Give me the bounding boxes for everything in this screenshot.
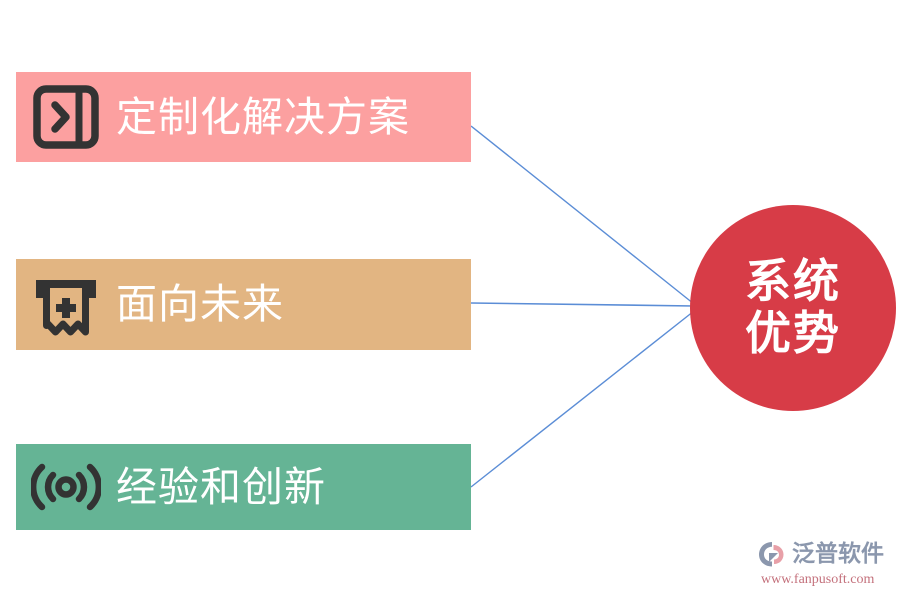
feature-box-future-oriented[interactable]: 面向未来 bbox=[16, 259, 471, 350]
feature-box-experience-innovation[interactable]: 经验和创新 bbox=[16, 444, 471, 530]
feature-label-future-oriented: 面向未来 bbox=[116, 281, 284, 327]
broadcast-signal-icon bbox=[30, 451, 102, 523]
connector-line-experience-innovation bbox=[470, 310, 695, 488]
watermark-brand-name: 泛普软件 bbox=[792, 540, 884, 566]
watermark-logo: 泛普软件 www.fanpusoft.com bbox=[758, 534, 898, 592]
connector-line-custom-solution bbox=[470, 125, 695, 305]
feature-label-custom-solution: 定制化解决方案 bbox=[116, 93, 410, 140]
fanpu-swoosh-logo-icon bbox=[758, 540, 788, 568]
receipt-voucher-plus-icon bbox=[30, 269, 102, 341]
feature-box-custom-solution[interactable]: 定制化解决方案 bbox=[16, 72, 471, 162]
hub-label-line-2: 优势 bbox=[745, 307, 841, 359]
panel-layout-chevron-icon bbox=[30, 81, 102, 153]
watermark-brand-row: 泛普软件 bbox=[758, 540, 884, 568]
hub-circle-system-advantages[interactable]: 系统 优势 bbox=[690, 205, 896, 411]
connector-line-future-oriented bbox=[470, 302, 695, 307]
hub-label-line-1: 系统 bbox=[745, 255, 841, 308]
watermark-url: www.fanpusoft.com bbox=[761, 571, 875, 587]
feature-label-experience-innovation: 经验和创新 bbox=[116, 463, 326, 510]
